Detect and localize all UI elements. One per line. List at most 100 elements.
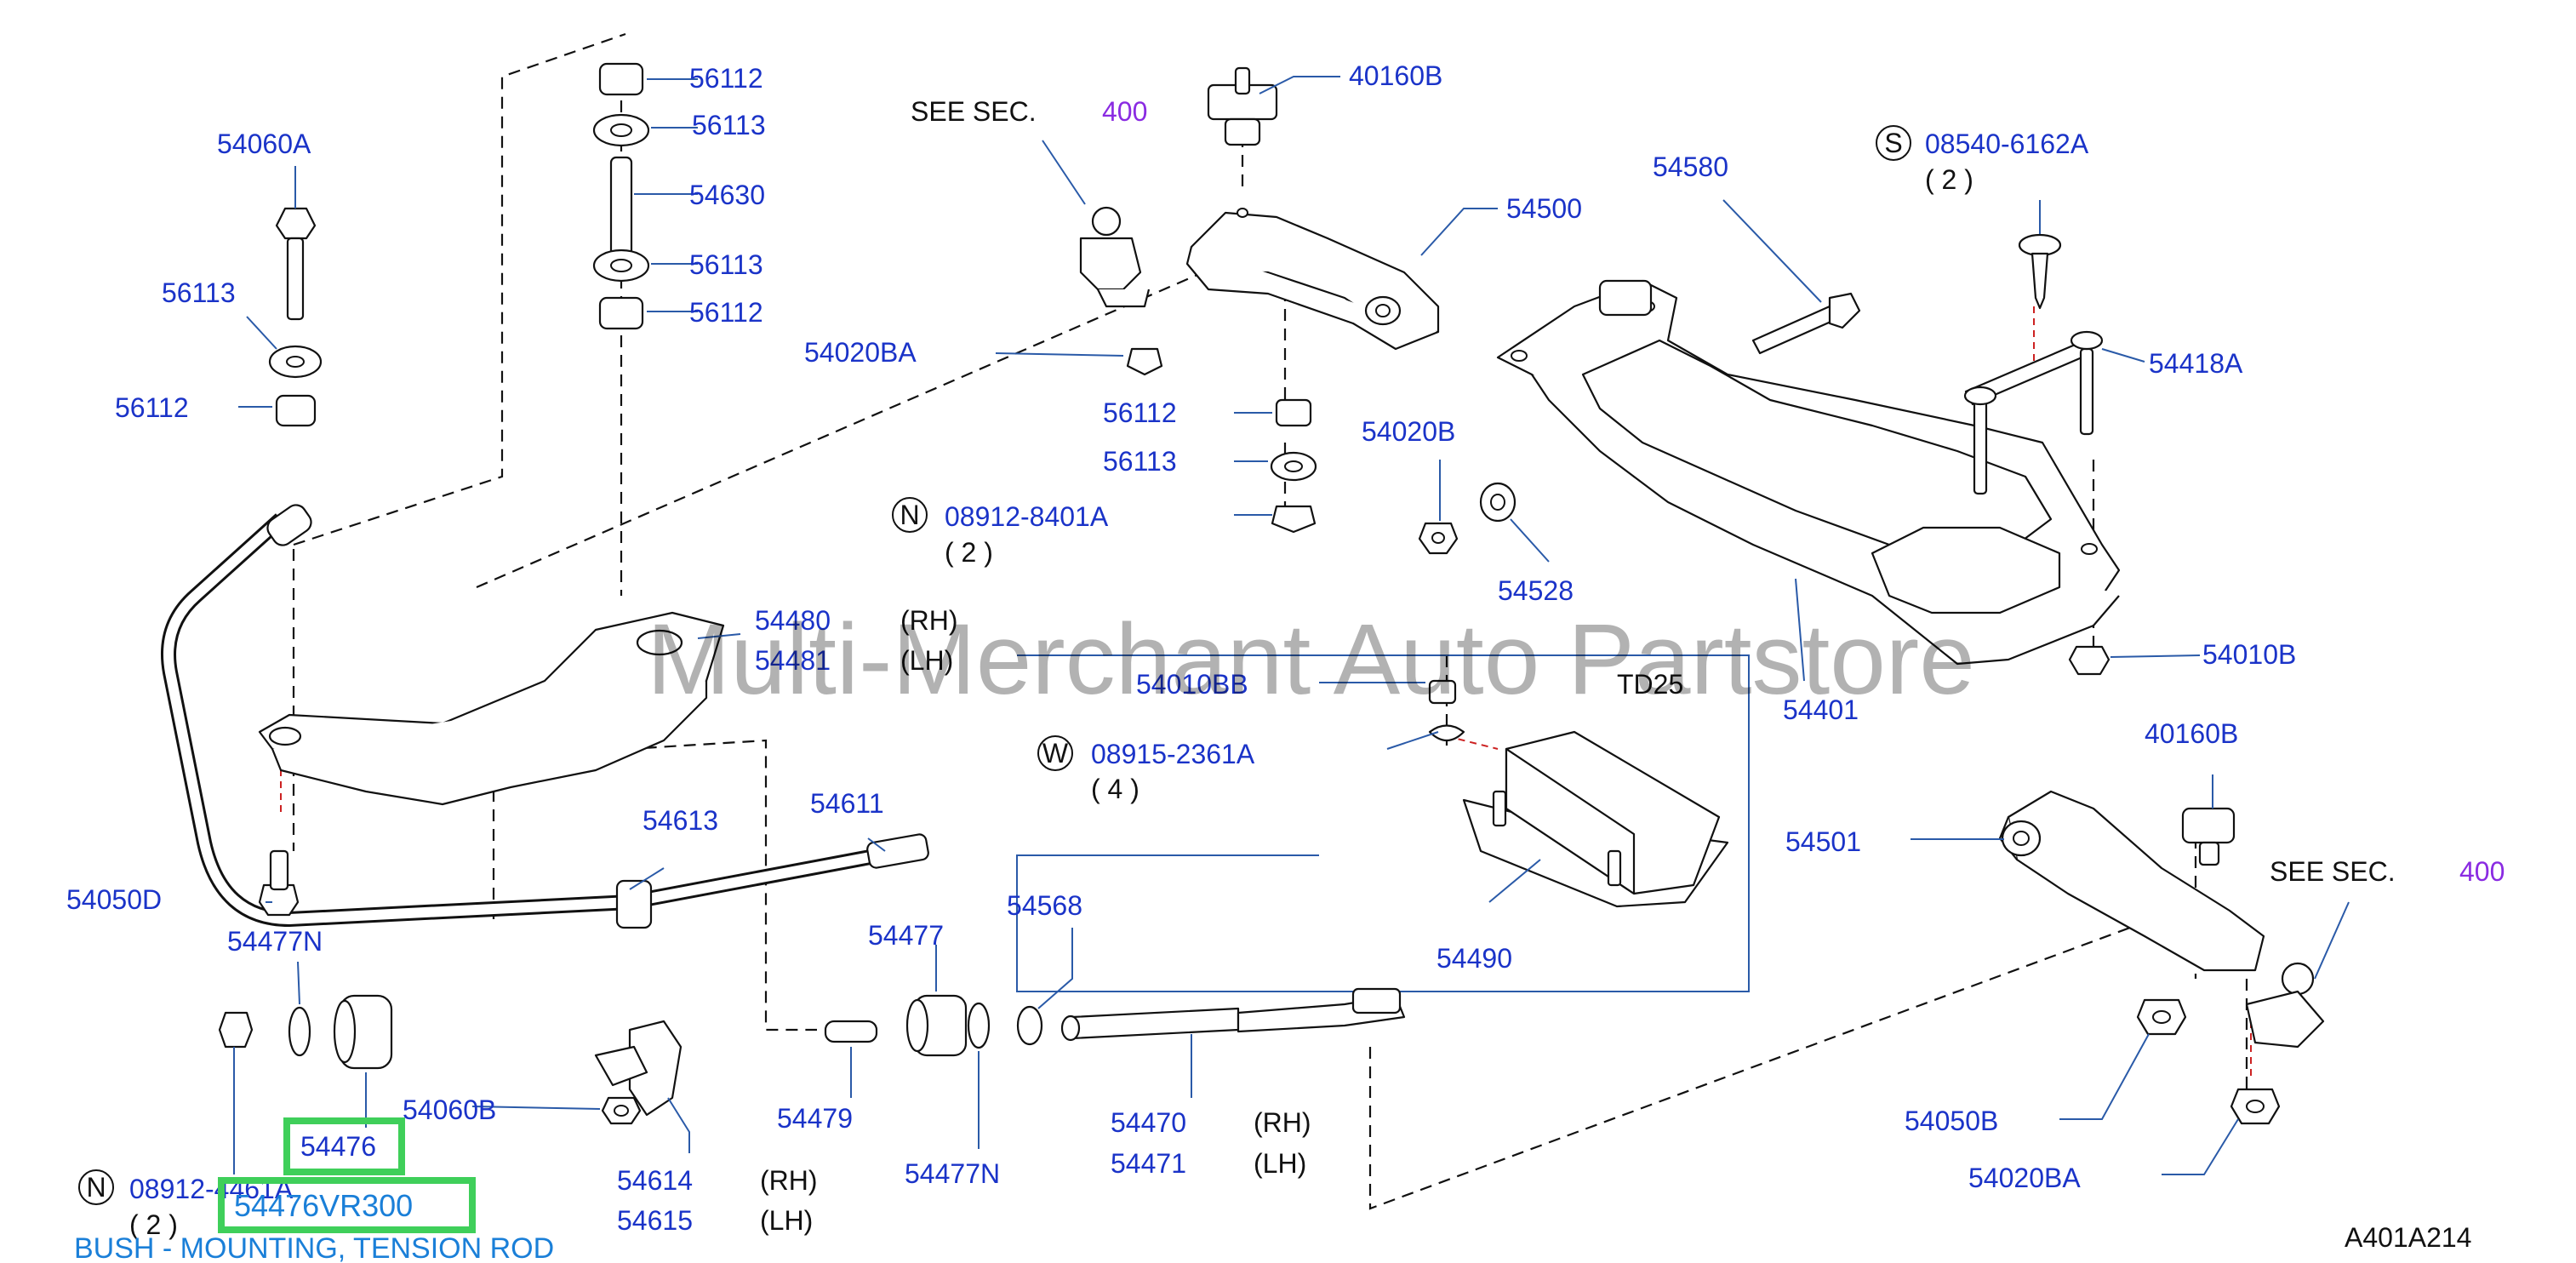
label-54480[interactable]: 54480 xyxy=(755,605,831,636)
qty-08912-8401A: ( 2 ) xyxy=(945,537,993,568)
side-lh-54471: (LH) xyxy=(1254,1148,1306,1179)
label-54050D[interactable]: 54050D xyxy=(66,884,162,915)
label-54479[interactable]: 54479 xyxy=(777,1103,853,1134)
label-08540-6162A[interactable]: 08540-6162A xyxy=(1925,129,2089,159)
washer-54477N-top xyxy=(288,1006,311,1057)
label-54477N-top[interactable]: 54477N xyxy=(227,926,323,957)
label-54528[interactable]: 54528 xyxy=(1498,575,1574,606)
label-54481[interactable]: 54481 xyxy=(755,645,831,676)
ball-joint-top xyxy=(1079,206,1151,308)
label-54476[interactable]: 54476 xyxy=(300,1131,376,1162)
washer-54528 xyxy=(1479,482,1516,523)
label-56112-top[interactable]: 56112 xyxy=(689,63,763,94)
symbol-n-bottom xyxy=(78,1169,114,1205)
stay-54418A xyxy=(1963,330,2104,495)
label-54020BA-top[interactable]: 54020BA xyxy=(804,337,917,368)
upper-link-54500 xyxy=(1185,208,1440,351)
ball-joint-right xyxy=(2245,962,2325,1049)
label-56113-mid[interactable]: 56113 xyxy=(689,249,763,280)
label-54580[interactable]: 54580 xyxy=(1653,151,1728,182)
label-54020BA-bottom[interactable]: 54020BA xyxy=(1968,1163,2081,1193)
sleeve-54479 xyxy=(824,1020,878,1043)
label-54418A[interactable]: 54418A xyxy=(2149,348,2243,379)
label-54010BB[interactable]: 54010BB xyxy=(1136,669,1248,700)
see-sec-top: SEE SEC. xyxy=(911,96,1037,127)
label-54470[interactable]: 54470 xyxy=(1111,1107,1186,1138)
label-54060A[interactable]: 54060A xyxy=(217,129,311,159)
label-54613[interactable]: 54613 xyxy=(643,805,718,836)
stabilizer-bar xyxy=(161,504,929,929)
label-54611[interactable]: 54611 xyxy=(810,788,884,819)
side-lh-54481: (LH) xyxy=(900,645,953,676)
side-lh-54615: (LH) xyxy=(760,1205,813,1236)
side-rh-54480: (RH) xyxy=(900,605,958,636)
symbol-n-top xyxy=(892,497,928,533)
sec-400-right[interactable]: 400 xyxy=(2459,856,2505,887)
label-54050B[interactable]: 54050B xyxy=(1905,1106,1998,1136)
label-54010B[interactable]: 54010B xyxy=(2202,639,2296,670)
bush-54476 xyxy=(333,994,393,1070)
washer-54477N-bottom xyxy=(967,1002,991,1049)
label-54615[interactable]: 54615 xyxy=(617,1205,693,1236)
nut-08912-4461A xyxy=(218,1011,254,1049)
label-54477N-bottom[interactable]: 54477N xyxy=(905,1158,1000,1189)
nut-54060B xyxy=(601,1096,642,1125)
highlight-box-54476 xyxy=(283,1117,405,1175)
nut-54020B xyxy=(1418,522,1459,555)
sec-400-top[interactable]: 400 xyxy=(1102,96,1147,127)
tension-rod-54470 xyxy=(1060,987,1406,1042)
label-54490[interactable]: 54490 xyxy=(1437,943,1512,974)
label-56112-mid[interactable]: 56112 xyxy=(689,297,763,328)
symbol-w xyxy=(1037,735,1073,771)
qty-08540-6162A: ( 2 ) xyxy=(1925,164,1973,195)
label-54501[interactable]: 54501 xyxy=(1785,826,1861,857)
crossmember-54401 xyxy=(1496,279,2121,666)
label-54471[interactable]: 54471 xyxy=(1111,1148,1186,1179)
qty-08912-4461A: ( 2 ) xyxy=(129,1209,178,1240)
part-labels: 56112 56113 54630 56113 56112 54060A 561… xyxy=(66,60,2505,1263)
highlight-part-number[interactable]: 54476VR300 xyxy=(234,1188,413,1223)
label-54500[interactable]: 54500 xyxy=(1506,193,1582,224)
symbol-w-letter: W xyxy=(1042,738,1069,769)
bracket-54614 xyxy=(594,1020,683,1117)
ball-joint-40160B-top xyxy=(1207,66,1278,146)
ball-joint-40160B-right xyxy=(2181,807,2236,866)
label-54630[interactable]: 54630 xyxy=(689,180,765,210)
label-08915-2361A[interactable]: 08915-2361A xyxy=(1091,739,1255,769)
nut-54050B xyxy=(2136,998,2187,1036)
symbol-n-top-letter: N xyxy=(900,500,919,530)
label-56113-top[interactable]: 56113 xyxy=(692,110,766,140)
label-54401[interactable]: 54401 xyxy=(1783,694,1859,725)
side-rh-54614: (RH) xyxy=(760,1165,818,1196)
symbol-s-letter: S xyxy=(1884,128,1902,158)
symbol-s xyxy=(1876,125,1911,161)
label-54614[interactable]: 54614 xyxy=(617,1165,693,1196)
label-08912-8401A[interactable]: 08912-8401A xyxy=(945,501,1109,532)
label-54020B[interactable]: 54020B xyxy=(1362,416,1455,447)
label-40160B-top[interactable]: 40160B xyxy=(1349,60,1442,91)
bracket-54480 xyxy=(258,611,725,806)
leader-lines xyxy=(233,76,2350,1175)
qty-08915-2361A: ( 4 ) xyxy=(1091,774,1139,804)
label-56112-left[interactable]: 56112 xyxy=(115,392,189,423)
label-54477[interactable]: 54477 xyxy=(868,920,944,951)
label-56112-centre[interactable]: 56112 xyxy=(1103,397,1177,428)
highlight-box-part-number xyxy=(218,1177,476,1233)
bolt-54050D xyxy=(258,849,300,917)
label-54568[interactable]: 54568 xyxy=(1007,890,1082,921)
label-56113-left[interactable]: 56113 xyxy=(162,277,236,308)
bushing-stack-left xyxy=(592,62,650,330)
symbol-n-bottom-letter: N xyxy=(86,1172,106,1203)
bolt-54060A xyxy=(268,207,323,427)
diagram-reference: A401A214 xyxy=(2345,1222,2471,1253)
washer-54568 xyxy=(1016,1005,1043,1046)
symbol-circles: N S W N xyxy=(78,125,1911,1205)
td25-inset xyxy=(1016,654,1750,992)
label-56113-centre[interactable]: 56113 xyxy=(1103,446,1177,477)
bushing-stack-centre xyxy=(1126,347,1317,534)
label-40160B-right[interactable]: 40160B xyxy=(2145,718,2238,749)
label-54060B[interactable]: 54060B xyxy=(403,1094,496,1125)
bush-54477 xyxy=(905,994,968,1057)
